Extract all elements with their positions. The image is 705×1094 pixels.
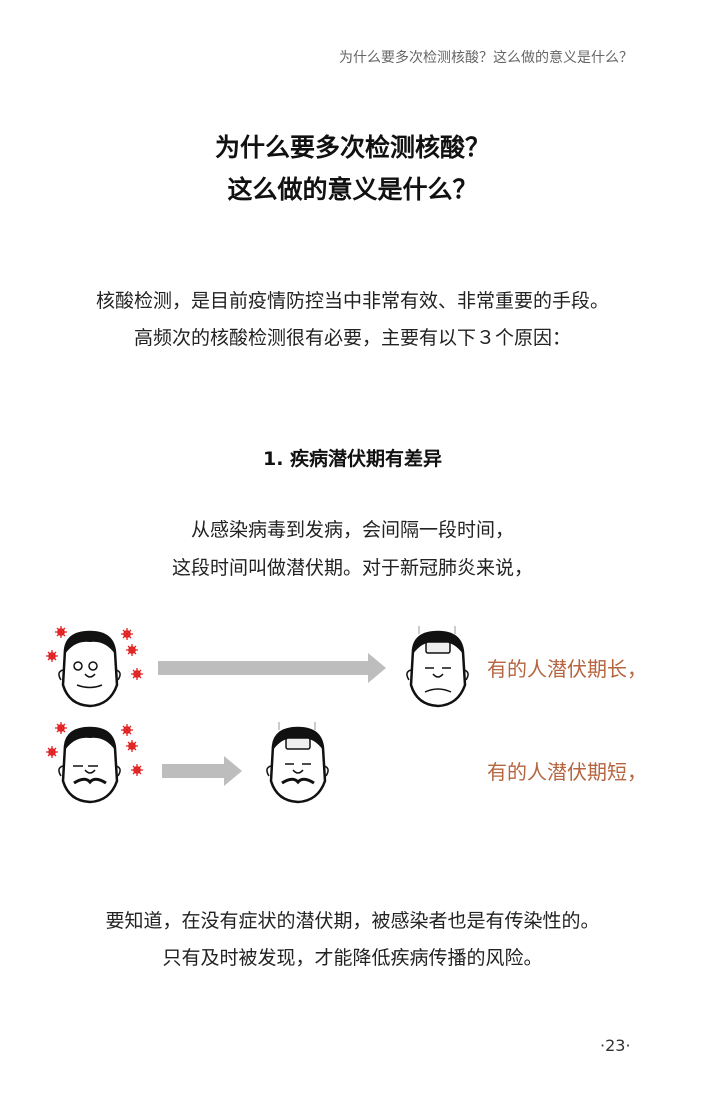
page-title-line-2: 这么做的意义是什么？	[227, 175, 478, 204]
long-incubation-label: 有的人潜伏期长，	[487, 657, 647, 681]
sick-face-illustration	[405, 625, 470, 708]
intro-line-2: 高频次的核酸检测很有必要，主要有以下３个原因：	[133, 327, 571, 349]
section-text-line-2: 这段时间叫做潜伏期。对于新冠肺炎来说，	[171, 557, 533, 579]
conclusion-line-2: 只有及时被发现，才能降低疾病传播的风险。	[162, 947, 543, 969]
healthy-face-infected-illustration	[45, 625, 144, 708]
conclusion-line-1: 要知道，在没有症状的潜伏期，被感染者也是有传染性的。	[105, 910, 600, 932]
page-title-line-1: 为什么要多次检测核酸？	[214, 133, 490, 162]
short-incubation-label: 有的人潜伏期短，	[487, 760, 647, 784]
section-heading: 1. 疾病潜伏期有差异	[262, 448, 443, 470]
long-arrow	[158, 653, 386, 683]
page-number: ·23·	[600, 1036, 631, 1055]
intro-line-1: 核酸检测，是目前疫情防控当中非常有效、非常重要的手段。	[95, 290, 609, 312]
section-text-line-1: 从感染病毒到发病，会间隔一段时间，	[190, 519, 514, 541]
running-header: 为什么要多次检测核酸？这么做的意义是什么？	[339, 50, 633, 66]
healthy-face-mustache-infected-illustration	[45, 721, 144, 804]
short-arrow	[162, 756, 242, 786]
sick-face-mustache-illustration	[265, 721, 330, 804]
